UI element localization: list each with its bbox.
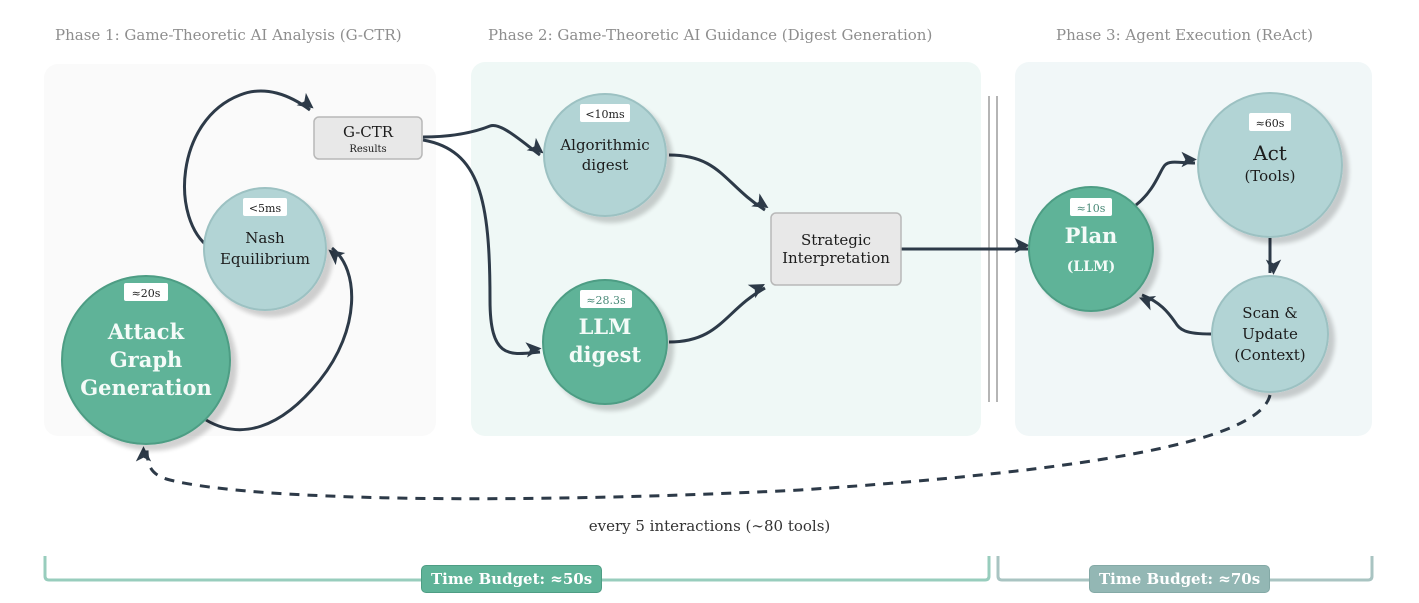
- node-plan: ≈10s Plan (LLM): [1028, 186, 1154, 312]
- plan-title: Plan: [1065, 223, 1118, 248]
- llm-digest-label-1: LLM: [579, 314, 632, 339]
- node-algorithmic-digest: <10ms Algorithmic digest: [543, 93, 667, 217]
- algorithmic-badge: <10ms: [585, 108, 625, 121]
- edge-nash-to-gctr: [183, 89, 314, 250]
- act-badge: ≈60s: [1256, 117, 1285, 130]
- edge-gctr-to-algorithmic: [422, 123, 544, 157]
- edge-scan-to-plan: [1138, 293, 1212, 336]
- plan-badge: ≈10s: [1077, 202, 1106, 215]
- phase-2-title: Phase 2: Game-Theoretic AI Guidance (Dig…: [488, 26, 933, 44]
- edge-feedback-loop: [135, 394, 1272, 501]
- act-title: Act: [1252, 141, 1287, 165]
- node-act: ≈60s Act (Tools): [1197, 92, 1343, 238]
- nash-label-2: Equilibrium: [220, 250, 310, 268]
- edge-gctr-to-llm: [422, 138, 542, 358]
- feedback-caption: every 5 interactions (∼80 tools): [588, 517, 831, 535]
- node-scan-update: Scan & Update (Context): [1211, 275, 1329, 393]
- gctr-title: G-CTR: [343, 123, 394, 141]
- time-budget-phase-1-2: Time Budget: ≈50s: [421, 565, 603, 593]
- node-attack-graph-generation: ≈20s Attack Graph Generation: [61, 275, 231, 445]
- node-nash-equilibrium: <5ms Nash Equilibrium: [203, 187, 327, 311]
- attack-graph-label-1: Attack: [107, 319, 185, 344]
- edge-attack-to-nash: [205, 246, 354, 432]
- node-gctr-results: G-CTR Results: [313, 116, 423, 160]
- gctr-subtitle: Results: [349, 144, 386, 155]
- scan-label-3: (Context): [1234, 346, 1305, 364]
- scan-label-1: Scan &: [1242, 304, 1297, 322]
- edge-llm-to-strategic: [668, 284, 766, 344]
- phase-1-title: Phase 1: Game-Theoretic AI Analysis (G-C…: [55, 26, 402, 44]
- attack-graph-label-2: Graph: [110, 347, 183, 372]
- nash-badge: <5ms: [249, 202, 282, 215]
- algorithmic-label-2: digest: [582, 156, 629, 174]
- time-budget-phase-3: Time Budget: ≈70s: [1089, 565, 1271, 593]
- nash-label-1: Nash: [245, 229, 285, 247]
- node-strategic-interpretation: Strategic Interpretation: [770, 212, 902, 286]
- plan-subtitle: (LLM): [1067, 259, 1115, 275]
- llm-digest-badge: ≈28.3s: [586, 294, 626, 307]
- attack-graph-badge: ≈20s: [132, 287, 161, 300]
- strategic-label-1: Strategic: [801, 231, 871, 249]
- llm-digest-label-2: digest: [569, 342, 642, 367]
- strategic-label-2: Interpretation: [782, 249, 890, 267]
- phase-3-title: Phase 3: Agent Execution (ReAct): [1056, 26, 1313, 44]
- edge-plan-to-act: [1135, 151, 1197, 207]
- edge-algorithmic-to-strategic: [668, 153, 769, 212]
- act-subtitle: (Tools): [1244, 167, 1295, 185]
- scan-label-2: Update: [1242, 325, 1298, 343]
- node-llm-digest: ≈28.3s LLM digest: [542, 279, 668, 405]
- algorithmic-label-1: Algorithmic: [559, 136, 649, 154]
- attack-graph-label-3: Generation: [80, 375, 212, 400]
